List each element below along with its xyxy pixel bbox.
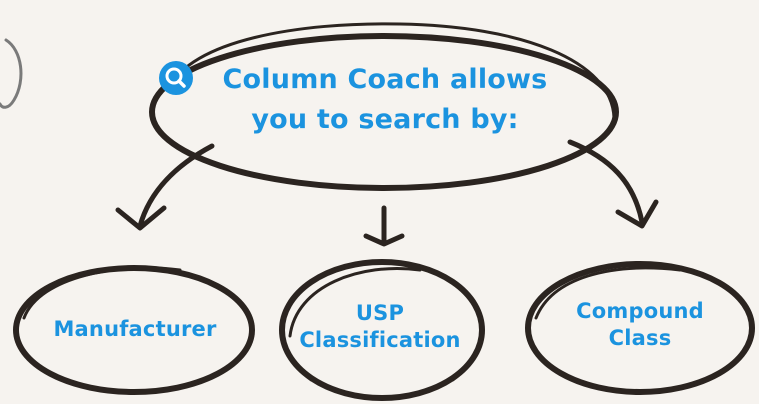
node-ellipse-compound xyxy=(525,261,755,395)
main-label: Column Coach allows you to search by: xyxy=(200,60,570,140)
node-ellipse-usp xyxy=(279,259,485,401)
node-ellipse-manufacturer xyxy=(13,265,255,395)
node-compound-line2: Class xyxy=(608,326,672,350)
node-manufacturer: Manufacturer xyxy=(22,316,248,343)
search-icon xyxy=(159,61,193,95)
node-usp-line2: Classification xyxy=(299,328,461,352)
node-usp-classification: USP Classification xyxy=(290,300,470,354)
node-manufacturer-label: Manufacturer xyxy=(53,317,217,341)
main-label-line2: you to search by: xyxy=(251,104,519,135)
node-compound-line1: Compound xyxy=(576,299,704,323)
edge-partial-circle xyxy=(0,38,23,109)
node-usp-line1: USP xyxy=(355,301,405,325)
arrow-left xyxy=(115,143,215,231)
main-label-line1: Column Coach allows xyxy=(222,64,548,95)
node-compound-class: Compound Class xyxy=(540,298,740,352)
main-ellipse xyxy=(149,22,619,191)
arrow-right xyxy=(567,139,659,229)
arrow-center xyxy=(363,205,405,247)
